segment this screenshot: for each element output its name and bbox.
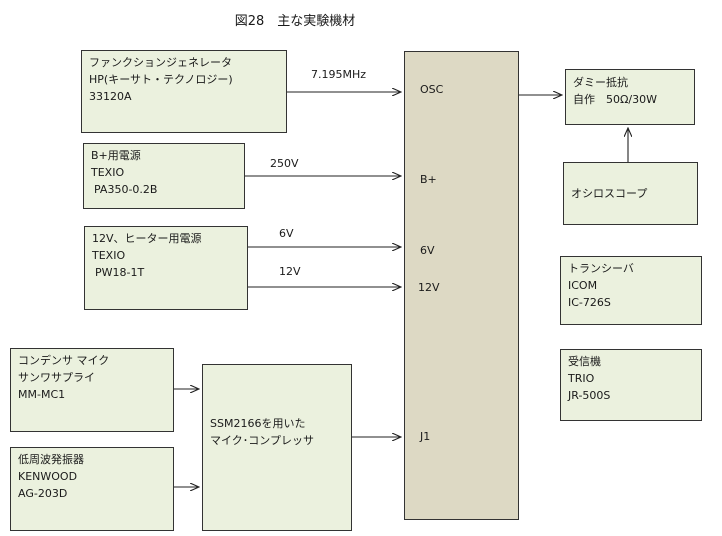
box-line: AG-203D: [18, 487, 68, 500]
box-line: 受信機: [568, 355, 601, 368]
box-line: ダミー抵抗: [573, 76, 628, 89]
box-line: トランシーバ: [568, 262, 634, 275]
low-freq-oscillator-box: 低周波発振器 KENWOOD AG-203D: [10, 447, 174, 531]
box-line: コンデンサ マイク: [18, 354, 110, 367]
transceiver-box: トランシーバ ICOM IC-726S: [560, 256, 702, 325]
box-line: MM-MC1: [18, 388, 66, 401]
box-line: B+用電源: [91, 149, 141, 162]
receiver-box: 受信機 TRIO JR-500S: [560, 349, 702, 421]
box-line: 自作 50Ω/30W: [573, 93, 657, 106]
box-line: PW18-1T: [95, 266, 145, 279]
heater-12v-label: 12V: [279, 265, 301, 278]
oscilloscope-box: オシロスコープ: [563, 162, 698, 225]
box-line: IC-726S: [568, 296, 611, 309]
heater-supply-box: 12V、ヒーター用電源 TEXIO PW18-1T: [84, 226, 248, 310]
box-line: サンワサプライ: [18, 371, 95, 384]
mic-compressor-box: SSM2166を用いた マイク･コンプレッサ: [202, 364, 352, 531]
diagram-title: 図28 主な実験機材: [234, 14, 356, 29]
box-line: マイク･コンプレッサ: [210, 434, 314, 447]
box-line: 12V、ヒーター用電源: [92, 232, 202, 245]
box-line: 33120A: [89, 90, 132, 103]
box-line: PA350-0.2B: [94, 183, 158, 196]
box-line: TEXIO: [91, 166, 125, 179]
port-12v-label: 12V: [418, 281, 440, 294]
condenser-mic-box: コンデンサ マイク サンワサプライ MM-MC1: [10, 348, 174, 432]
box-line: オシロスコープ: [571, 187, 648, 200]
port-bplus-label: B+: [420, 173, 437, 186]
bplus-supply-box: B+用電源 TEXIO PA350-0.2B: [83, 143, 245, 209]
bplus-voltage-label: 250V: [270, 157, 299, 170]
freq-label: 7.195MHz: [311, 68, 367, 81]
box-line: ファンクションジェネレータ: [89, 56, 232, 69]
box-line: KENWOOD: [18, 470, 78, 483]
box-line: TRIO: [568, 372, 595, 385]
port-osc-label: OSC: [420, 83, 444, 96]
box-line: ICOM: [568, 279, 598, 292]
box-line: SSM2166を用いた: [210, 417, 306, 430]
box-line: 低周波発振器: [18, 453, 84, 466]
box-line: HP(キーサト・テクノロジー): [89, 73, 233, 86]
port-j1-label: J1: [420, 430, 431, 443]
amplifier-unit-box: [404, 51, 519, 520]
box-line: JR-500S: [568, 389, 611, 402]
box-line: TEXIO: [92, 249, 126, 262]
heater-6v-label: 6V: [279, 227, 294, 240]
dummy-load-box: ダミー抵抗 自作 50Ω/30W: [565, 69, 695, 125]
function-generator-box: ファンクションジェネレータ HP(キーサト・テクノロジー) 33120A: [81, 50, 287, 133]
port-6v-label: 6V: [420, 244, 435, 257]
